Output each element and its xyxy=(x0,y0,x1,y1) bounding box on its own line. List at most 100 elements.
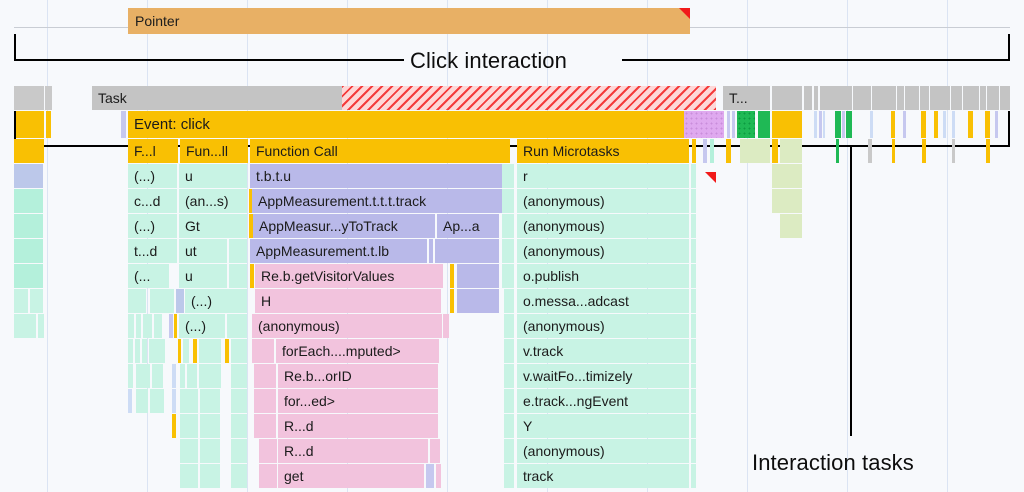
flame-block[interactable]: (...) xyxy=(185,289,247,313)
flame-block[interactable] xyxy=(200,414,220,438)
flame-block[interactable] xyxy=(504,339,514,363)
flame-block[interactable] xyxy=(504,314,514,338)
task-block[interactable] xyxy=(14,86,44,110)
flame-block[interactable] xyxy=(450,264,454,288)
flame-block[interactable] xyxy=(436,464,441,488)
flame-block[interactable]: Run Microtasks xyxy=(517,139,689,163)
flame-block[interactable] xyxy=(726,139,731,163)
flame-block[interactable] xyxy=(199,364,221,388)
flame-block[interactable] xyxy=(180,439,198,463)
flame-block[interactable] xyxy=(128,314,134,338)
flame-block[interactable]: (...) xyxy=(179,314,225,338)
flame-block[interactable] xyxy=(691,239,696,263)
flame-block[interactable] xyxy=(691,214,696,238)
flame-block[interactable] xyxy=(254,389,276,413)
flame-block[interactable] xyxy=(504,289,514,313)
flame-block[interactable]: (anonymous) xyxy=(517,214,689,238)
event-block[interactable] xyxy=(14,111,44,138)
flame-block[interactable] xyxy=(691,364,696,388)
flame-block[interactable] xyxy=(703,139,707,163)
flame-block[interactable] xyxy=(250,264,254,288)
flame-block[interactable] xyxy=(150,289,174,313)
event-block[interactable] xyxy=(943,111,946,138)
flame-block[interactable] xyxy=(135,339,140,363)
flame-block[interactable] xyxy=(836,139,839,163)
flame-block[interactable] xyxy=(426,464,434,488)
event-block[interactable] xyxy=(46,111,51,138)
flame-block[interactable] xyxy=(143,314,152,338)
flame-block[interactable]: get xyxy=(278,464,424,488)
flame-block[interactable]: Gt xyxy=(179,214,247,238)
flame-block[interactable] xyxy=(30,289,43,313)
task-block-main[interactable]: Task xyxy=(92,86,342,110)
flame-block[interactable] xyxy=(172,414,176,438)
task-block[interactable] xyxy=(772,86,802,110)
event-block[interactable] xyxy=(814,111,817,138)
flame-block[interactable] xyxy=(180,364,185,388)
event-block[interactable] xyxy=(995,111,998,138)
task-block[interactable] xyxy=(905,86,919,110)
flame-block[interactable] xyxy=(772,189,802,213)
flame-block[interactable]: AppMeasurement.t.lb xyxy=(250,239,427,263)
flame-block[interactable] xyxy=(772,164,802,188)
flame-block[interactable] xyxy=(504,389,514,413)
flame-block[interactable] xyxy=(450,289,454,313)
flame-block[interactable] xyxy=(14,239,43,263)
flame-block[interactable] xyxy=(14,289,28,313)
flame-block[interactable] xyxy=(691,264,696,288)
flame-block[interactable]: o.publish xyxy=(517,264,689,288)
task-block-t[interactable]: T... xyxy=(723,86,770,110)
event-block-green[interactable] xyxy=(846,111,852,138)
flame-block[interactable] xyxy=(691,464,696,488)
flame-block[interactable]: (anonymous) xyxy=(517,189,689,213)
task-block[interactable] xyxy=(930,86,950,110)
flame-block[interactable] xyxy=(922,139,926,163)
flame-block[interactable]: v.waitFo...timizely xyxy=(517,364,689,388)
flame-block[interactable]: H xyxy=(255,289,441,313)
flame-block[interactable] xyxy=(691,439,696,463)
flame-block[interactable] xyxy=(502,214,514,238)
flame-block[interactable]: R...d xyxy=(278,414,438,438)
flame-block[interactable] xyxy=(435,239,499,263)
flame-block[interactable] xyxy=(231,364,247,388)
event-block-green[interactable] xyxy=(758,111,770,138)
flame-block[interactable] xyxy=(986,139,990,163)
flame-block[interactable] xyxy=(136,389,148,413)
event-block[interactable] xyxy=(968,111,973,138)
flame-block[interactable] xyxy=(780,139,802,163)
flame-block[interactable]: (anonymous) xyxy=(517,239,689,263)
flame-block[interactable]: Y xyxy=(517,414,689,438)
task-block[interactable] xyxy=(897,86,904,110)
flame-block[interactable] xyxy=(172,364,176,388)
task-block[interactable] xyxy=(963,86,979,110)
flame-block[interactable]: (...) xyxy=(128,214,177,238)
flame-block[interactable] xyxy=(231,414,247,438)
flame-block[interactable]: Ap...a xyxy=(437,214,499,238)
flame-block[interactable] xyxy=(691,389,696,413)
flame-block[interactable]: Function Call xyxy=(250,139,510,163)
flame-block[interactable] xyxy=(502,239,514,263)
flame-block[interactable] xyxy=(691,339,696,363)
task-block[interactable] xyxy=(820,86,852,110)
event-block-green[interactable] xyxy=(835,111,841,138)
flame-block[interactable]: t.b.t.u xyxy=(250,164,510,188)
flame-block[interactable] xyxy=(231,464,247,488)
task-block[interactable] xyxy=(1000,86,1010,110)
flame-block[interactable] xyxy=(14,264,43,288)
flame-block[interactable] xyxy=(229,264,247,288)
task-block[interactable] xyxy=(804,86,812,110)
event-block[interactable] xyxy=(727,111,730,138)
flame-block[interactable] xyxy=(504,439,514,463)
event-click-block[interactable]: Event: click xyxy=(128,111,690,138)
flame-block[interactable] xyxy=(691,314,696,338)
flame-block[interactable] xyxy=(692,139,696,163)
flame-block[interactable] xyxy=(443,314,449,338)
flame-block[interactable]: t...d xyxy=(128,239,177,263)
flame-block[interactable]: (anonymous) xyxy=(517,314,689,338)
flame-block[interactable] xyxy=(254,414,276,438)
flame-block[interactable] xyxy=(259,439,277,463)
flame-block[interactable]: v.track xyxy=(517,339,689,363)
flame-block[interactable] xyxy=(254,364,276,388)
task-block[interactable] xyxy=(853,86,871,110)
event-block[interactable] xyxy=(903,111,906,138)
